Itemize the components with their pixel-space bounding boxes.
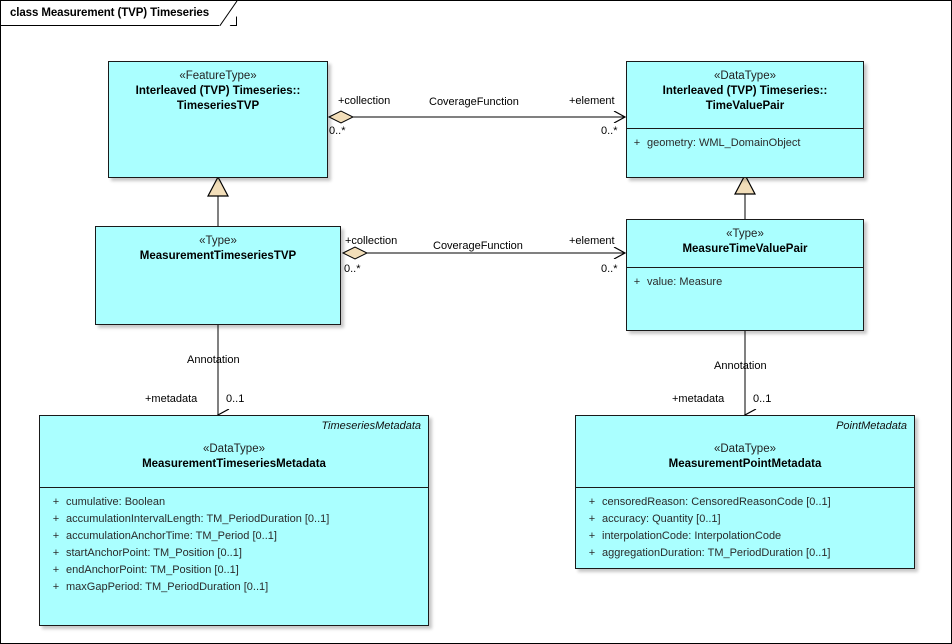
attribute-row: + cumulative: Boolean: [46, 494, 428, 511]
attribute-text: startAnchorPoint: TM_Position [0..1]: [66, 547, 242, 559]
class-measurement-timeseries-metadata[interactable]: TimeseriesMetadata «DataType» Measuremen…: [39, 415, 429, 626]
class-name-line1: Interleaved (TVP) Timeseries::: [662, 85, 828, 97]
class-name-line1: MeasurementTimeseriesTVP: [139, 250, 297, 262]
stereotype-label: «Type»: [726, 228, 764, 240]
class-name-line1: Interleaved (TVP) Timeseries::: [135, 85, 301, 97]
attribute-row: + accuracy: Quantity [0..1]: [582, 511, 914, 528]
label-coverage-middle-target-mult: 0..*: [601, 263, 618, 275]
class-measure-time-value-pair[interactable]: «Type» MeasureTimeValuePair + value: Mea…: [626, 219, 864, 331]
class-name-line1: MeasurementPointMetadata: [668, 458, 822, 470]
class-header-measurement-timeseries-tvp: «Type» MeasurementTimeseriesTVP: [96, 227, 340, 271]
attribute-visibility: +: [52, 513, 60, 525]
attribute-visibility: +: [588, 530, 596, 542]
attribute-row: + accumulationIntervalLength: TM_PeriodD…: [46, 511, 428, 528]
label-coverage-top-name: CoverageFunction: [429, 96, 519, 108]
attribute-text: interpolationCode: InterpolationCode: [602, 530, 782, 542]
attribute-visibility: +: [52, 547, 60, 559]
stereotype-label: «DataType»: [713, 70, 776, 82]
attribute-visibility: +: [52, 530, 60, 542]
owner-package-label: PointMetadata: [836, 420, 907, 432]
attribute-visibility: +: [588, 547, 596, 559]
attribute-row: + startAnchorPoint: TM_Position [0..1]: [46, 545, 428, 562]
label-annotation-right-role: +metadata: [672, 393, 725, 405]
class-name-line2: TimeseriesTVP: [176, 100, 260, 112]
attribute-visibility: +: [52, 496, 60, 508]
connector-generalization-right: [734, 173, 756, 219]
attribute-row: + accumulationAnchorTime: TM_Period [0..…: [46, 528, 428, 545]
attribute-text: cumulative: Boolean: [66, 496, 166, 508]
attribute-compartment: + geometry: WML_DomainObject: [627, 129, 863, 158]
connector-coverage-function-top: [327, 110, 625, 124]
attribute-row: + maxGapPeriod: TM_PeriodDuration [0..1]: [46, 579, 428, 596]
attribute-text: accuracy: Quantity [0..1]: [602, 513, 721, 525]
attribute-compartment: + censoredReason: CensoredReasonCode [0.…: [576, 488, 914, 568]
label-coverage-middle-source-mult: 0..*: [344, 263, 361, 275]
stereotype-label: «DataType»: [713, 443, 776, 455]
connector-generalization-left: [207, 175, 229, 226]
label-annotation-left-mult: 0..1: [226, 393, 245, 405]
label-annotation-right-name: Annotation: [714, 360, 767, 372]
class-header-measurement-point-metadata: PointMetadata «DataType» MeasurementPoin…: [576, 416, 914, 488]
class-name-line1: MeasureTimeValuePair: [682, 243, 808, 255]
attribute-text: accumulationIntervalLength: TM_PeriodDur…: [66, 513, 330, 525]
attribute-row: + interpolationCode: InterpolationCode: [582, 528, 914, 545]
class-header-timeseries-tvp: «FeatureType» Interleaved (TVP) Timeseri…: [109, 62, 327, 121]
attribute-row: + value: Measure: [627, 274, 863, 291]
attribute-text: accumulationAnchorTime: TM_Period [0..1]: [66, 530, 277, 542]
attribute-text: censoredReason: CensoredReasonCode [0..1…: [602, 496, 831, 508]
attribute-visibility: +: [633, 276, 641, 288]
stereotype-label: «FeatureType»: [179, 70, 257, 82]
label-coverage-middle-source-role: +collection: [345, 235, 398, 247]
attribute-visibility: +: [52, 564, 60, 576]
class-header-measure-time-value-pair: «Type» MeasureTimeValuePair: [627, 220, 863, 268]
label-annotation-left-role: +metadata: [145, 393, 198, 405]
label-coverage-top-source-mult: 0..*: [329, 125, 346, 137]
attribute-text: value: Measure: [647, 276, 723, 288]
attribute-visibility: +: [52, 581, 60, 593]
owner-package-label: TimeseriesMetadata: [321, 420, 421, 432]
class-measurement-timeseries-tvp[interactable]: «Type» MeasurementTimeseriesTVP: [95, 226, 341, 325]
class-time-value-pair[interactable]: «DataType» Interleaved (TVP) Timeseries:…: [626, 61, 864, 178]
class-name-line1: MeasurementTimeseriesMetadata: [142, 458, 326, 470]
class-name-line2: TimeValuePair: [705, 100, 785, 112]
class-header-measurement-timeseries-metadata: TimeseriesMetadata «DataType» Measuremen…: [40, 416, 428, 488]
attribute-text: maxGapPeriod: TM_PeriodDuration [0..1]: [66, 581, 269, 593]
attribute-row: + geometry: WML_DomainObject: [627, 135, 863, 152]
attribute-compartment: + value: Measure: [627, 268, 863, 297]
label-coverage-middle-name: CoverageFunction: [433, 240, 523, 252]
stereotype-label: «Type»: [199, 235, 237, 247]
attribute-visibility: +: [588, 513, 596, 525]
label-coverage-middle-target-role: +element: [569, 235, 615, 247]
class-timeseries-tvp[interactable]: «FeatureType» Interleaved (TVP) Timeseri…: [108, 61, 328, 178]
stereotype-label: «DataType»: [202, 443, 265, 455]
attribute-visibility: +: [633, 137, 641, 149]
attribute-text: geometry: WML_DomainObject: [647, 137, 801, 149]
label-coverage-top-target-mult: 0..*: [601, 125, 618, 137]
class-header-time-value-pair: «DataType» Interleaved (TVP) Timeseries:…: [627, 62, 863, 129]
class-measurement-point-metadata[interactable]: PointMetadata «DataType» MeasurementPoin…: [575, 415, 915, 569]
attribute-row: + aggregationDuration: TM_PeriodDuration…: [582, 545, 914, 562]
label-annotation-right-mult: 0..1: [753, 393, 772, 405]
label-coverage-top-source-role: +collection: [338, 95, 391, 107]
label-annotation-left-name: Annotation: [187, 354, 240, 366]
attribute-compartment: + cumulative: Boolean + accumulationInte…: [40, 488, 428, 602]
label-coverage-top-target-role: +element: [569, 95, 615, 107]
attribute-visibility: +: [588, 496, 596, 508]
diagram-title-tab: class Measurement (TVP) Timeseries: [1, 1, 237, 26]
attribute-row: + censoredReason: CensoredReasonCode [0.…: [582, 494, 914, 511]
diagram-title: class Measurement (TVP) Timeseries: [10, 7, 210, 19]
attribute-text: endAnchorPoint: TM_Position [0..1]: [66, 564, 239, 576]
attribute-text: aggregationDuration: TM_PeriodDuration […: [602, 547, 831, 559]
attribute-row: + endAnchorPoint: TM_Position [0..1]: [46, 562, 428, 579]
